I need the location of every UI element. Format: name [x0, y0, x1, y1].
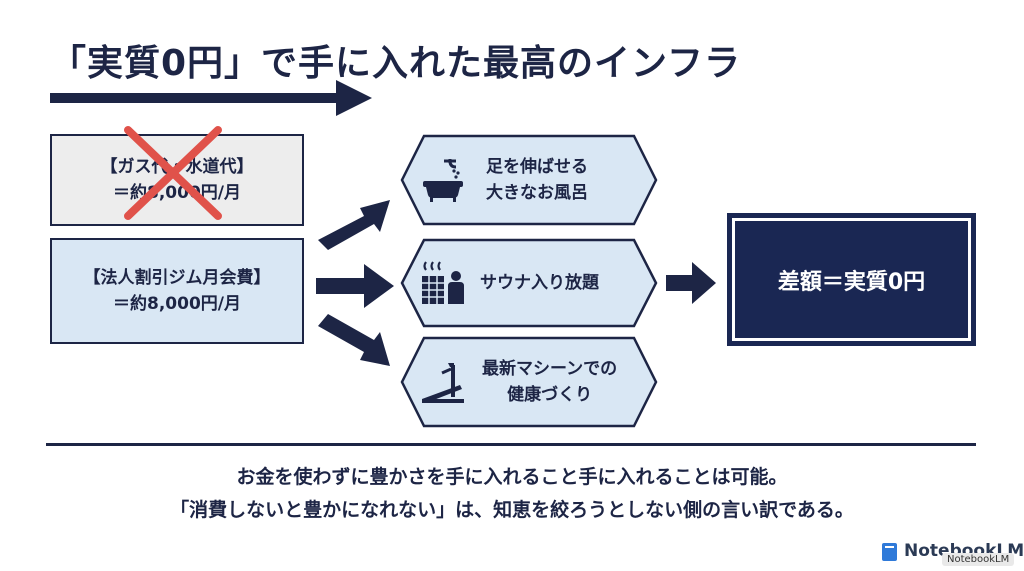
benefit-machine: 最新マシーンでの 健康づくり [420, 336, 640, 428]
watermark-badge: NotebookLM [942, 553, 1015, 566]
sauna-icon [422, 261, 464, 304]
gym-fee-label: 【法人割引ジム月会費】 [83, 268, 271, 288]
title-underline-arrow [50, 80, 372, 116]
arrow-down-right [318, 314, 390, 366]
gym-fee-box: 【法人割引ジム月会費】 ＝約8,000円/月 [50, 238, 304, 344]
benefit-bath: 足を伸ばせる 大きなお風呂 [420, 134, 640, 226]
notebook-icon [882, 543, 897, 561]
arrow-right [316, 264, 394, 308]
benefit-sauna: サウナ入り放題 [420, 238, 640, 328]
result-text: 差額＝実質0円 [777, 269, 926, 295]
benefit-hex-sauna [400, 238, 658, 328]
bathtub-icon [423, 159, 463, 202]
treadmill-icon [422, 363, 464, 403]
bath-line2: 大きなお風呂 [486, 183, 588, 203]
benefit-hex-bath [400, 134, 658, 226]
result-box: 差額＝実質0円 [727, 213, 976, 346]
arrow-up-right [318, 200, 390, 250]
machine-line1: 最新マシーンでの [482, 359, 618, 379]
footer-line1: お金を使わずに豊かさを手に入れること手に入れることは可能。 [236, 466, 788, 488]
bath-line1: 足を伸ばせる [486, 157, 588, 177]
page-title: 「実質0円」で手に入れた最高のインフラ [50, 43, 741, 84]
benefit-hex-machine [400, 336, 658, 428]
gym-fee-value: ＝約8,000円/月 [113, 294, 241, 314]
divider [46, 443, 976, 446]
cross-out-icon [124, 126, 222, 220]
fan-arrows [316, 200, 394, 366]
arrow-to-result [666, 262, 716, 304]
footer-line2: 「消費しないと豊かになれない」は、知恵を絞ろうとしない側の言い訳である。 [170, 499, 854, 521]
machine-line2: 健康づくり [507, 385, 593, 405]
sauna-line1: サウナ入り放題 [480, 273, 599, 293]
